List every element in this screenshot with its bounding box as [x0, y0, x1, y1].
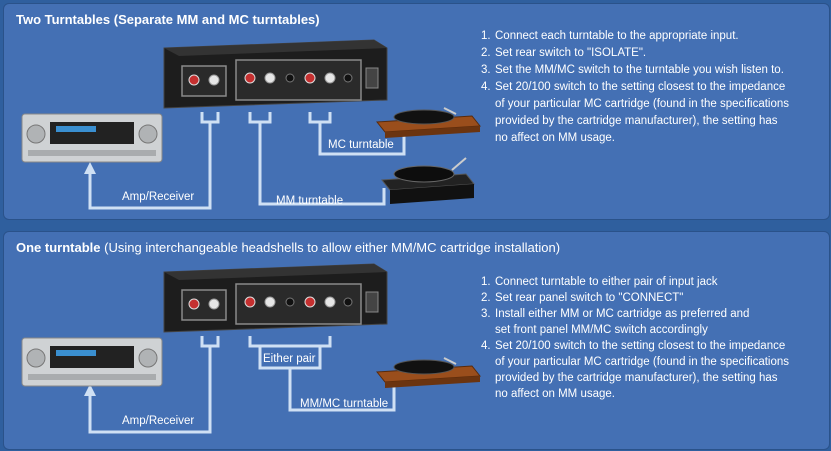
step-3: 3.Set the MM/MC switch to the turntable … — [481, 64, 784, 76]
cables — [88, 112, 406, 210]
step-4: 4.Set 20/100 switch to the setting close… — [481, 81, 790, 144]
amp-arrow-icon — [84, 162, 96, 174]
rca-jack-icon — [188, 74, 200, 86]
rca-jack-icon — [244, 296, 256, 308]
mc-turntable-cable — [318, 122, 406, 156]
mm-input-bracket — [248, 112, 272, 124]
knob-icon — [138, 348, 158, 368]
instruction-list: 1.Connect turntable to either pair of in… — [481, 274, 789, 402]
tonearm-icon — [443, 107, 457, 115]
rca-jack-icon — [188, 298, 200, 310]
tonearm-icon — [443, 357, 457, 365]
step-2: 2.Set rear switch to "ISOLATE". — [481, 47, 647, 59]
input-bracket — [248, 336, 332, 348]
ground-post-icon — [343, 297, 353, 307]
one-turntable-panel: One turntable (Using interchangeable hea… — [3, 231, 830, 450]
rca-jack-icon — [244, 72, 256, 84]
cables — [88, 336, 396, 434]
amp-receiver-label: Amp/Receiver — [122, 191, 195, 203]
mm-mc-turntable-device — [376, 357, 481, 388]
record-icon — [393, 165, 455, 183]
mm-mc-turntable-label: MM/MC turntable — [300, 398, 389, 410]
ground-post-icon — [285, 73, 295, 83]
panel-title-rest: (Separate MM and MC turntables) — [113, 12, 320, 27]
rca-jack-icon — [264, 296, 276, 308]
step-1: 1.Connect turntable to either pair of in… — [481, 276, 718, 288]
step-3: 3.Install either MM or MC cartridge as p… — [481, 308, 750, 336]
panel-title-bold: One turntable — [16, 240, 101, 255]
rca-jack-icon — [264, 72, 276, 84]
rca-jack-icon — [324, 72, 336, 84]
panel-title: One turntable (Using interchangeable hea… — [16, 240, 560, 255]
amp-receiver-label: Amp/Receiver — [122, 415, 195, 427]
panel-title-rest: (Using interchangeable headshells to all… — [104, 240, 561, 255]
phono-preamp-device — [163, 39, 388, 109]
step-1: 1.Connect each turntable to the appropri… — [481, 30, 739, 42]
rca-jack-icon — [304, 72, 316, 84]
rca-jack-icon — [208, 298, 220, 310]
tonearm-icon — [451, 157, 467, 171]
one-turntable-diagram — [21, 263, 481, 434]
rca-jack-icon — [324, 296, 336, 308]
switch-icon — [365, 291, 379, 313]
switch-icon — [365, 67, 379, 89]
instruction-list: 1.Connect each turntable to the appropri… — [481, 28, 789, 147]
rca-jack-icon — [208, 74, 220, 86]
either-pair-label: Either pair — [263, 353, 316, 365]
phono-preamp-device — [163, 263, 388, 333]
record-icon — [393, 359, 455, 375]
record-icon — [393, 109, 455, 125]
mm-turntable-label: MM turntable — [276, 195, 344, 207]
mc-turntable-device — [376, 107, 481, 138]
output-jack-bracket — [200, 336, 220, 348]
amp-cable — [88, 346, 212, 434]
panel-title: Two Turntables (Separate MM and MC turnt… — [16, 12, 320, 27]
amp-arrow-icon — [84, 384, 96, 396]
ground-post-icon — [285, 297, 295, 307]
ground-post-icon — [343, 73, 353, 83]
mm-turntable-cable — [258, 122, 386, 206]
amp-receiver-device — [21, 337, 163, 387]
mc-input-bracket — [308, 112, 332, 124]
knob-icon — [138, 124, 158, 144]
rca-jack-icon — [304, 296, 316, 308]
mc-turntable-label: MC turntable — [328, 139, 394, 151]
knob-icon — [26, 124, 46, 144]
knob-icon — [26, 348, 46, 368]
step-4: 4.Set 20/100 switch to the setting close… — [481, 340, 790, 400]
turntable-cable — [288, 368, 396, 412]
panel-title-bold: Two Turntables — [16, 12, 111, 27]
amp-cable — [88, 122, 212, 210]
step-2: 2.Set rear panel switch to "CONNECT" — [481, 292, 684, 304]
mm-turntable-device — [381, 157, 475, 204]
output-jack-bracket — [200, 112, 220, 124]
amp-receiver-device — [21, 113, 163, 163]
two-turntables-diagram — [21, 39, 481, 210]
two-turntables-panel: Two Turntables (Separate MM and MC turnt… — [3, 3, 830, 220]
